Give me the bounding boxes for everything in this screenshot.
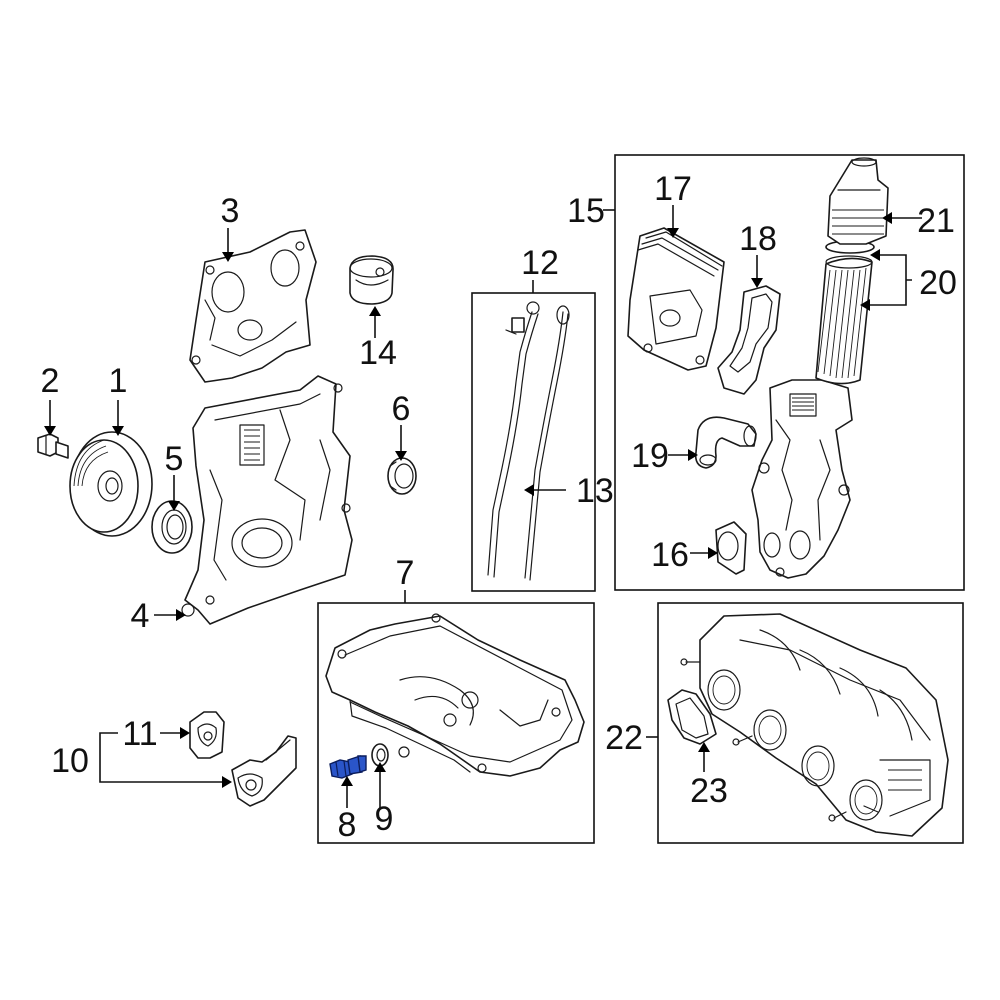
- part-5-seal: [151, 500, 193, 554]
- box-oil-pan-group: [317, 602, 595, 844]
- leader-arrowheads: [44, 212, 892, 788]
- callout-7: 7: [396, 554, 415, 592]
- callout-4: 4: [131, 597, 150, 635]
- callout-9: 9: [375, 800, 394, 838]
- part-19-hose: [694, 416, 757, 469]
- box-oil-filter-housing-group: [614, 154, 965, 591]
- callout-21: 21: [917, 202, 955, 240]
- callout-20: 20: [919, 264, 957, 302]
- callout-3: 3: [221, 192, 240, 230]
- callout-23: 23: [690, 772, 728, 810]
- part-11-mount: [189, 711, 225, 759]
- callout-22: 22: [605, 719, 643, 757]
- part-3-upper-cover: [189, 229, 317, 383]
- part-13-dipstick: [487, 301, 570, 581]
- callout-14: 14: [359, 334, 397, 372]
- leader-lines: [49, 205, 922, 808]
- oil-filter-housing: [751, 379, 853, 579]
- callout-labels: 1 2 3 4 5 6 7 8 9 10 11 12 13 14 15 16 1…: [41, 170, 957, 844]
- callout-17: 17: [654, 170, 692, 208]
- part-18-gasket: [717, 285, 781, 395]
- part-4-timing-cover: [181, 375, 353, 625]
- callout-13: 13: [576, 472, 614, 510]
- part-21-filter-cap: [827, 157, 889, 245]
- part-2-bolt: [37, 433, 69, 459]
- callout-10: 10: [51, 742, 89, 780]
- part-9-washer: [371, 743, 389, 767]
- part-7-oil-pan: [325, 613, 585, 777]
- callout-1: 1: [109, 362, 128, 400]
- part-16-seal: [715, 521, 747, 575]
- part-20-filter-element: [815, 240, 875, 385]
- callout-5: 5: [165, 440, 184, 478]
- callout-16: 16: [651, 536, 689, 574]
- callout-12: 12: [521, 244, 559, 282]
- part-10-bracket: [231, 735, 297, 807]
- part-17-oil-cooler: [627, 227, 725, 371]
- part-23-gasket: [667, 689, 717, 745]
- part-6-seal: [387, 457, 417, 495]
- callout-19: 19: [631, 437, 669, 475]
- part-22-intake-manifold: [680, 613, 949, 837]
- callout-2: 2: [41, 362, 60, 400]
- callout-11: 11: [122, 715, 157, 753]
- callout-8: 8: [338, 806, 357, 844]
- part-1-pulley: [69, 431, 153, 537]
- part-8-drain-plug-highlighted: [329, 755, 367, 779]
- part-14-cap: [349, 255, 394, 305]
- callout-15: 15: [567, 192, 605, 230]
- callout-6: 6: [392, 390, 411, 428]
- callout-18: 18: [739, 220, 777, 258]
- box-intake-manifold-group: [657, 602, 964, 844]
